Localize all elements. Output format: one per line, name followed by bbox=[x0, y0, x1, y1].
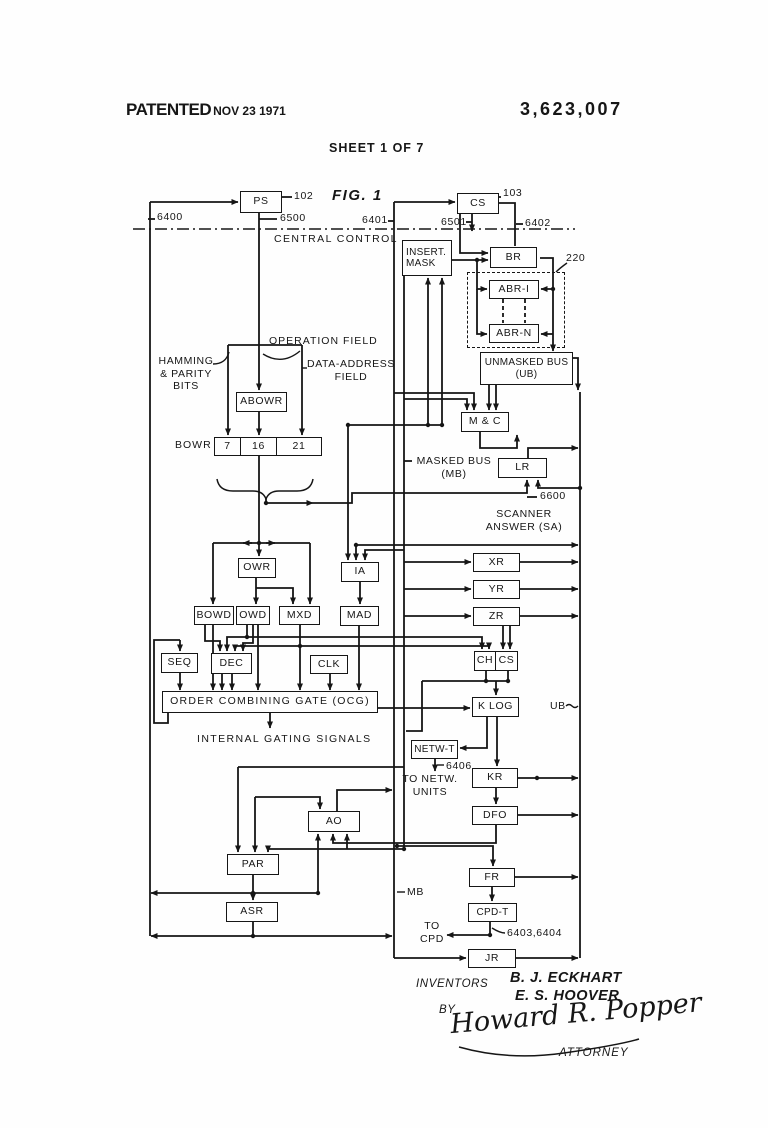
abr-group-outline bbox=[467, 272, 565, 348]
box-abr-i: ABR-I bbox=[489, 280, 539, 299]
box-ao: AO bbox=[308, 811, 360, 832]
ref-6406: 6406 bbox=[446, 760, 472, 772]
by-label: BY bbox=[439, 1004, 456, 1016]
label-mb: MB bbox=[407, 886, 424, 898]
box-ocg: ORDER COMBINING GATE (OCG) bbox=[162, 691, 378, 713]
box-dfo: DFO bbox=[472, 806, 518, 825]
ref-6402: 6402 bbox=[525, 217, 551, 229]
ref-6403-6404: 6403,6404 bbox=[507, 927, 563, 939]
box-asr: ASR bbox=[226, 902, 278, 922]
box-seq: SEQ bbox=[161, 653, 198, 673]
label-operation-field: OPERATION FIELD bbox=[269, 335, 378, 347]
connector-lines bbox=[133, 196, 640, 1057]
box-owr: OWR bbox=[238, 558, 276, 578]
label-internal-gating: INTERNAL GATING SIGNALS bbox=[197, 733, 372, 745]
label-masked-bus: MASKED BUS (MB) bbox=[416, 455, 492, 480]
box-kr: KR bbox=[472, 768, 518, 788]
box-yr: YR bbox=[473, 580, 520, 599]
inventor-name-2: E. S. HOOVER bbox=[515, 988, 620, 1004]
section-central-control: CENTRAL CONTROL bbox=[274, 233, 398, 245]
label-ub: UB bbox=[550, 700, 566, 712]
patent-date: NOV 23 1971 bbox=[213, 104, 286, 118]
box-bowr: 7 16 21 bbox=[214, 437, 322, 456]
box-fr: FR bbox=[469, 868, 515, 887]
inventor-name-1: B. J. ECKHART bbox=[510, 970, 622, 986]
box-netw-t: NETW-T bbox=[411, 740, 458, 759]
bowr-cell-16: 16 bbox=[240, 438, 276, 455]
box-abr-n: ABR-N bbox=[489, 324, 539, 343]
box-jr: JR bbox=[468, 949, 516, 968]
box-ch-cs: CH CS bbox=[474, 651, 518, 671]
ch-cell: CH bbox=[476, 654, 494, 667]
ref-6401: 6401 bbox=[362, 214, 388, 226]
ref-102: 102 bbox=[294, 190, 314, 202]
box-owd: OWD bbox=[236, 606, 270, 625]
box-abowr: ABOWR bbox=[236, 392, 287, 412]
box-dec: DEC bbox=[211, 653, 252, 674]
box-ps: PS bbox=[240, 191, 282, 213]
box-clk: CLK bbox=[310, 655, 348, 674]
box-mxd: MXD bbox=[279, 606, 320, 625]
label-scanner-answer: SCANNER ANSWER (SA) bbox=[485, 508, 563, 533]
ref-220: 220 bbox=[566, 252, 586, 264]
label-data-address: DATA-ADDRESS FIELD bbox=[307, 358, 395, 383]
patented-label: PATENTED bbox=[126, 100, 212, 119]
junction-dots bbox=[244, 257, 583, 939]
bowr-cell-21: 21 bbox=[276, 438, 321, 455]
box-mad: MAD bbox=[340, 606, 379, 626]
box-xr: XR bbox=[473, 553, 520, 572]
bowr-cell-7: 7 bbox=[224, 439, 231, 452]
attorney-label: ATTORNEY bbox=[559, 1047, 629, 1059]
ref-6501: 6501 bbox=[441, 216, 467, 228]
sheet-label: SHEET 1 OF 7 bbox=[329, 141, 425, 155]
box-bowd: BOWD bbox=[194, 606, 234, 625]
ref-103: 103 bbox=[503, 187, 523, 199]
patented-stamp: PATENTED NOV 23 1971 bbox=[126, 100, 286, 120]
inventors-label: INVENTORS bbox=[416, 978, 489, 990]
ref-6400: 6400 bbox=[157, 211, 183, 223]
label-to-netw-units: TO NETW. UNITS bbox=[402, 773, 458, 798]
ref-6600: 6600 bbox=[540, 490, 566, 502]
box-par: PAR bbox=[227, 854, 279, 875]
patent-number: 3,623,007 bbox=[520, 99, 623, 119]
box-ia: IA bbox=[341, 562, 379, 582]
ref-6500: 6500 bbox=[280, 212, 306, 224]
box-cs: CS bbox=[457, 193, 499, 214]
box-m-and-c: M & C bbox=[461, 412, 509, 432]
box-insert-mask: INSERT. MASK bbox=[402, 240, 452, 276]
cs-cell: CS bbox=[495, 652, 517, 670]
box-br: BR bbox=[490, 247, 537, 268]
figure-title: FIG. 1 bbox=[332, 187, 383, 204]
box-cpd-t: CPD-T bbox=[468, 903, 517, 922]
label-hamming-parity: HAMMING & PARITY BITS bbox=[158, 355, 214, 393]
box-zr: ZR bbox=[473, 607, 520, 626]
box-k-log: K LOG bbox=[472, 697, 519, 717]
box-unmasked-bus: UNMASKED BUS (UB) bbox=[480, 352, 573, 385]
box-lr: LR bbox=[498, 458, 547, 478]
label-bowr: BOWR bbox=[175, 439, 212, 451]
label-to-cpd: TO CPD bbox=[420, 920, 444, 945]
